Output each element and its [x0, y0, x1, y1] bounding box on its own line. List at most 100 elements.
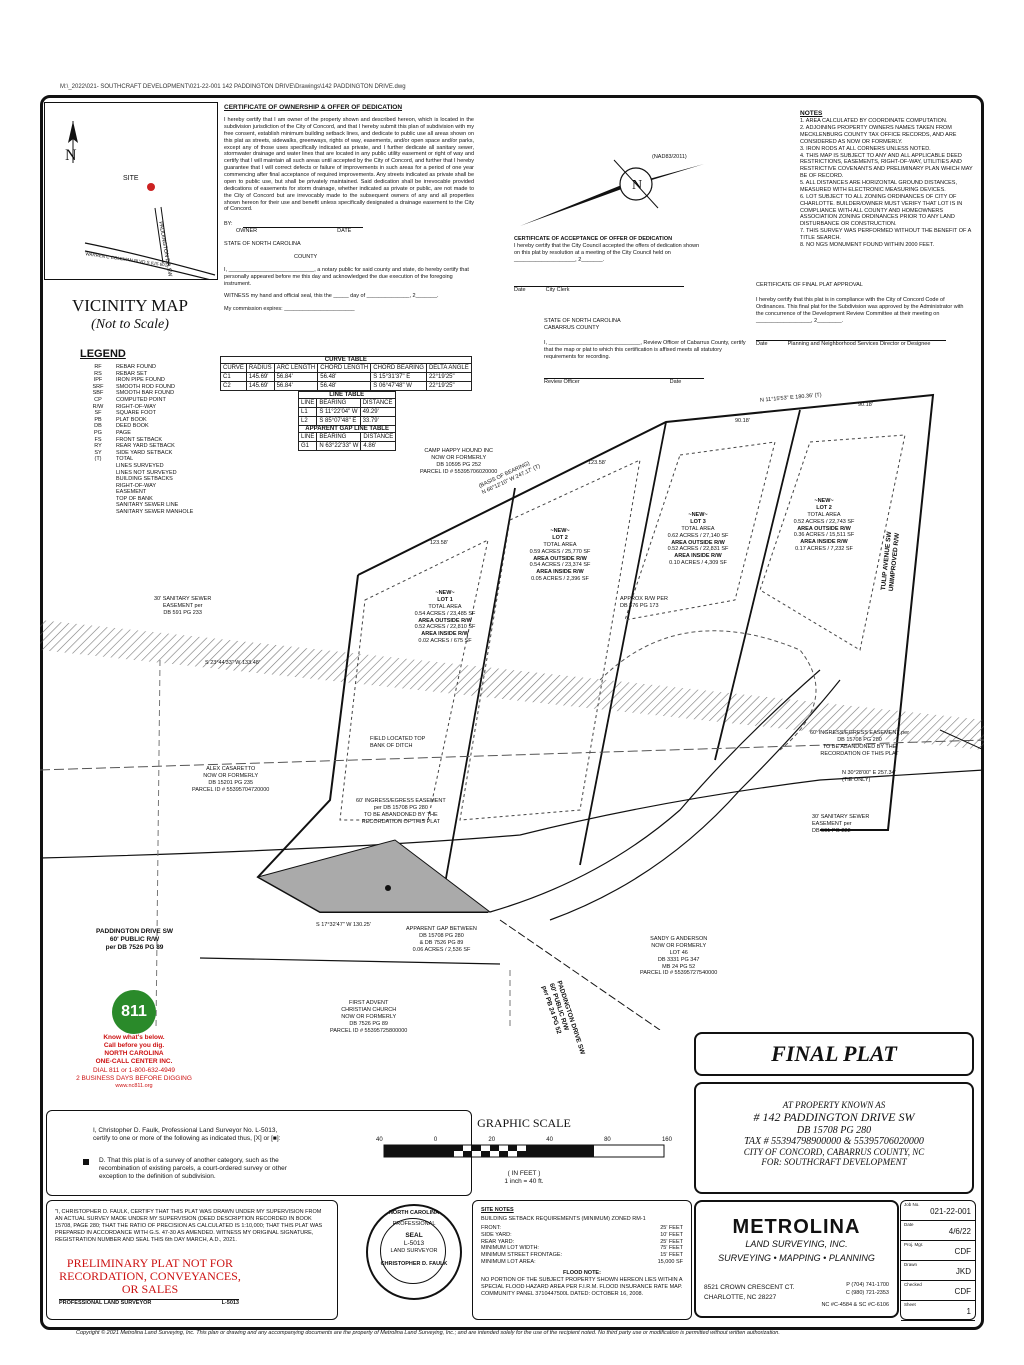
- tie-line: [939, 729, 984, 751]
- setback-row: FRONT:25' FEET: [481, 1225, 683, 1232]
- copyright-notice: Copyright © 2021 Metrolina Land Surveyin…: [76, 1330, 780, 1336]
- apparent-gap-area: [256, 839, 492, 913]
- job-info-value: JKD: [955, 1267, 971, 1276]
- legend-label: SMOOTH ROD FOUND: [116, 383, 175, 390]
- setback-value: 75' FEET: [660, 1245, 683, 1252]
- field-top-bank-label: FIELD LOCATED TOP BANK OF DITCH: [370, 736, 426, 749]
- lot-1-name: LOT 1: [437, 596, 453, 603]
- lot-line-3: [714, 409, 801, 761]
- approx-row-label: APPROX R/W PER DB 576 PG 173: [620, 596, 668, 609]
- note-item: 7. THIS SURVEY WAS PERFORMED WITHOUT THE…: [800, 228, 971, 241]
- lot-4-line: TOTAL AREA: [807, 511, 841, 518]
- setback-label: FRONT:: [481, 1224, 501, 1231]
- notes-list: 1. AREA CALCULATED BY COORDINATE COMPUTA…: [800, 118, 980, 249]
- legend-item: LINES SURVEYED: [80, 463, 220, 470]
- paddington-south-edge: [499, 919, 661, 1030]
- lot-4-new: ~NEW~: [814, 498, 834, 504]
- job-info-value: CDF: [954, 1287, 971, 1296]
- vicinity-map-drawing: [68, 121, 216, 282]
- job-info-row: Proj. Mgr.CDF: [901, 1241, 975, 1261]
- legend-label: LINES SURVEYED: [116, 462, 164, 469]
- legend-abbr: SF: [94, 410, 102, 417]
- witness-text: WITNESS my hand and official seal, this …: [224, 293, 439, 300]
- certify-intro: I, Christopher D. Faulk, Professional La…: [93, 1127, 281, 1143]
- note-item: 8. NO NGS MONUMENT FOUND WITHIN 2000 FEE…: [800, 241, 935, 248]
- seal-state: NORTH CAROLINA: [388, 1210, 440, 1216]
- lot-4-line: 0.52 ACRES / 22,743 SF: [793, 518, 855, 525]
- property-deed: DB 15708 PG 280: [796, 1125, 872, 1136]
- setback-value: 15' FEET: [660, 1252, 683, 1259]
- setback-lot2: [459, 459, 641, 821]
- lot-2-line: 0.59 ACRES / 25,770 SF: [529, 548, 591, 555]
- property-info-box: AT PROPERTY KNOWN AS # 142 PADDINGTON DR…: [694, 1082, 974, 1194]
- sewer-easement-label-east: 30' SANITARY SEWER EASEMENT per DB 591 P…: [812, 814, 870, 834]
- owner-label: OWNER: [236, 228, 258, 235]
- north-label: N: [65, 147, 77, 164]
- setback-row: MINIMUM LOT WIDTH:75' FEET: [481, 1245, 683, 1252]
- setback-subtitle: BUILDING SETBACK REQUIREMENTS (MINIMUM) …: [481, 1215, 646, 1222]
- legend-abbr: FS: [94, 436, 102, 443]
- table-cell: 22°19'25": [425, 381, 472, 391]
- gap-marker-icon: [385, 885, 391, 891]
- final-plat-title: FINAL PLAT: [771, 1041, 897, 1066]
- table-header-cell: DELTA ANGLE: [425, 363, 472, 373]
- legend-label: SANITARY SEWER MANHOLE: [116, 509, 194, 516]
- legend-item: EASEMENT: [80, 489, 220, 496]
- scale-tick-label: 20: [488, 1137, 496, 1143]
- job-info-value: 4/6/22: [948, 1227, 971, 1236]
- lot-1-new: ~NEW~: [435, 590, 455, 596]
- lot-1-line: 0.02 ACRES / 675 SF: [418, 638, 472, 645]
- note-item: 4. THIS MAP IS SUBJECT TO ANY AND ALL AP…: [800, 152, 973, 180]
- paddington-curve: [489, 669, 821, 913]
- legend-label: PAGE: [116, 429, 131, 436]
- legend-item: SANITARY SEWER MANHOLE: [80, 509, 220, 516]
- legend-abbr: IPF: [93, 377, 103, 384]
- legend-item: SANITARY SEWER LINE: [80, 502, 220, 509]
- job-info-label: Proj. Mgr.: [904, 1242, 924, 1247]
- legend-item: LINES NOT SURVEYED: [80, 470, 220, 477]
- lot-1-line: AREA INSIDE R/W: [421, 631, 469, 638]
- north-compass: N (NAD83/2011): [514, 150, 714, 230]
- final-approval-signer: Planning and Neighborhood Services Direc…: [787, 341, 931, 348]
- owner-signature-line: [242, 221, 363, 229]
- distance-label-1: 90.18': [735, 418, 750, 424]
- nad-label: (NAD83/2011): [652, 154, 687, 160]
- paddington-curve-2: [549, 679, 841, 921]
- legend-label: REBAR FOUND: [116, 364, 157, 370]
- property-known-as: AT PROPERTY KNOWN AS: [782, 1100, 886, 1110]
- commission-text: My commission expires: _________________…: [224, 306, 355, 313]
- vicinity-map: N SITE PADDINGTON DR SW WARREN C COLEMAN…: [44, 102, 218, 282]
- final-plat-box: FINAL PLAT: [694, 1032, 974, 1076]
- survey-statement-text: "I, CHRISTOPHER D. FAULK, CERTIFY THAT T…: [55, 1209, 323, 1243]
- legend-title: LEGEND: [80, 348, 126, 360]
- 811-badge-icon: 811: [112, 990, 156, 1034]
- scale-bar: [383, 1144, 665, 1158]
- lot-2-line: 0.54 ACRES / 23,374 SF: [529, 562, 591, 569]
- table-header-cell: CHORD LENGTH: [317, 363, 372, 373]
- lot-3-line: 0.52 ACRES / 22,831 SF: [667, 546, 729, 553]
- business-days: 2 BUSINESS DAYS BEFORE DIGGING: [76, 1074, 192, 1082]
- review-date-label: Date: [669, 379, 682, 386]
- paddington-west-label: PADDINGTON DRIVE SW 60' PUBLIC R/W per D…: [96, 928, 174, 952]
- company-cell: C (980) 721-2353: [845, 1290, 889, 1296]
- legend-label: REAR YARD SETBACK: [116, 443, 175, 450]
- legend-abbr: R/W: [92, 403, 104, 410]
- lot-line-2: [579, 421, 667, 866]
- legend-abbr: PG: [94, 429, 102, 436]
- job-info-value: 1: [966, 1307, 971, 1316]
- legend-abbr: RF: [94, 364, 102, 370]
- notary-text: I, ____________________________, a notar…: [224, 266, 469, 287]
- final-approval-certificate: CERTIFICATE OF FINAL PLAT APPROVAL I her…: [756, 282, 968, 348]
